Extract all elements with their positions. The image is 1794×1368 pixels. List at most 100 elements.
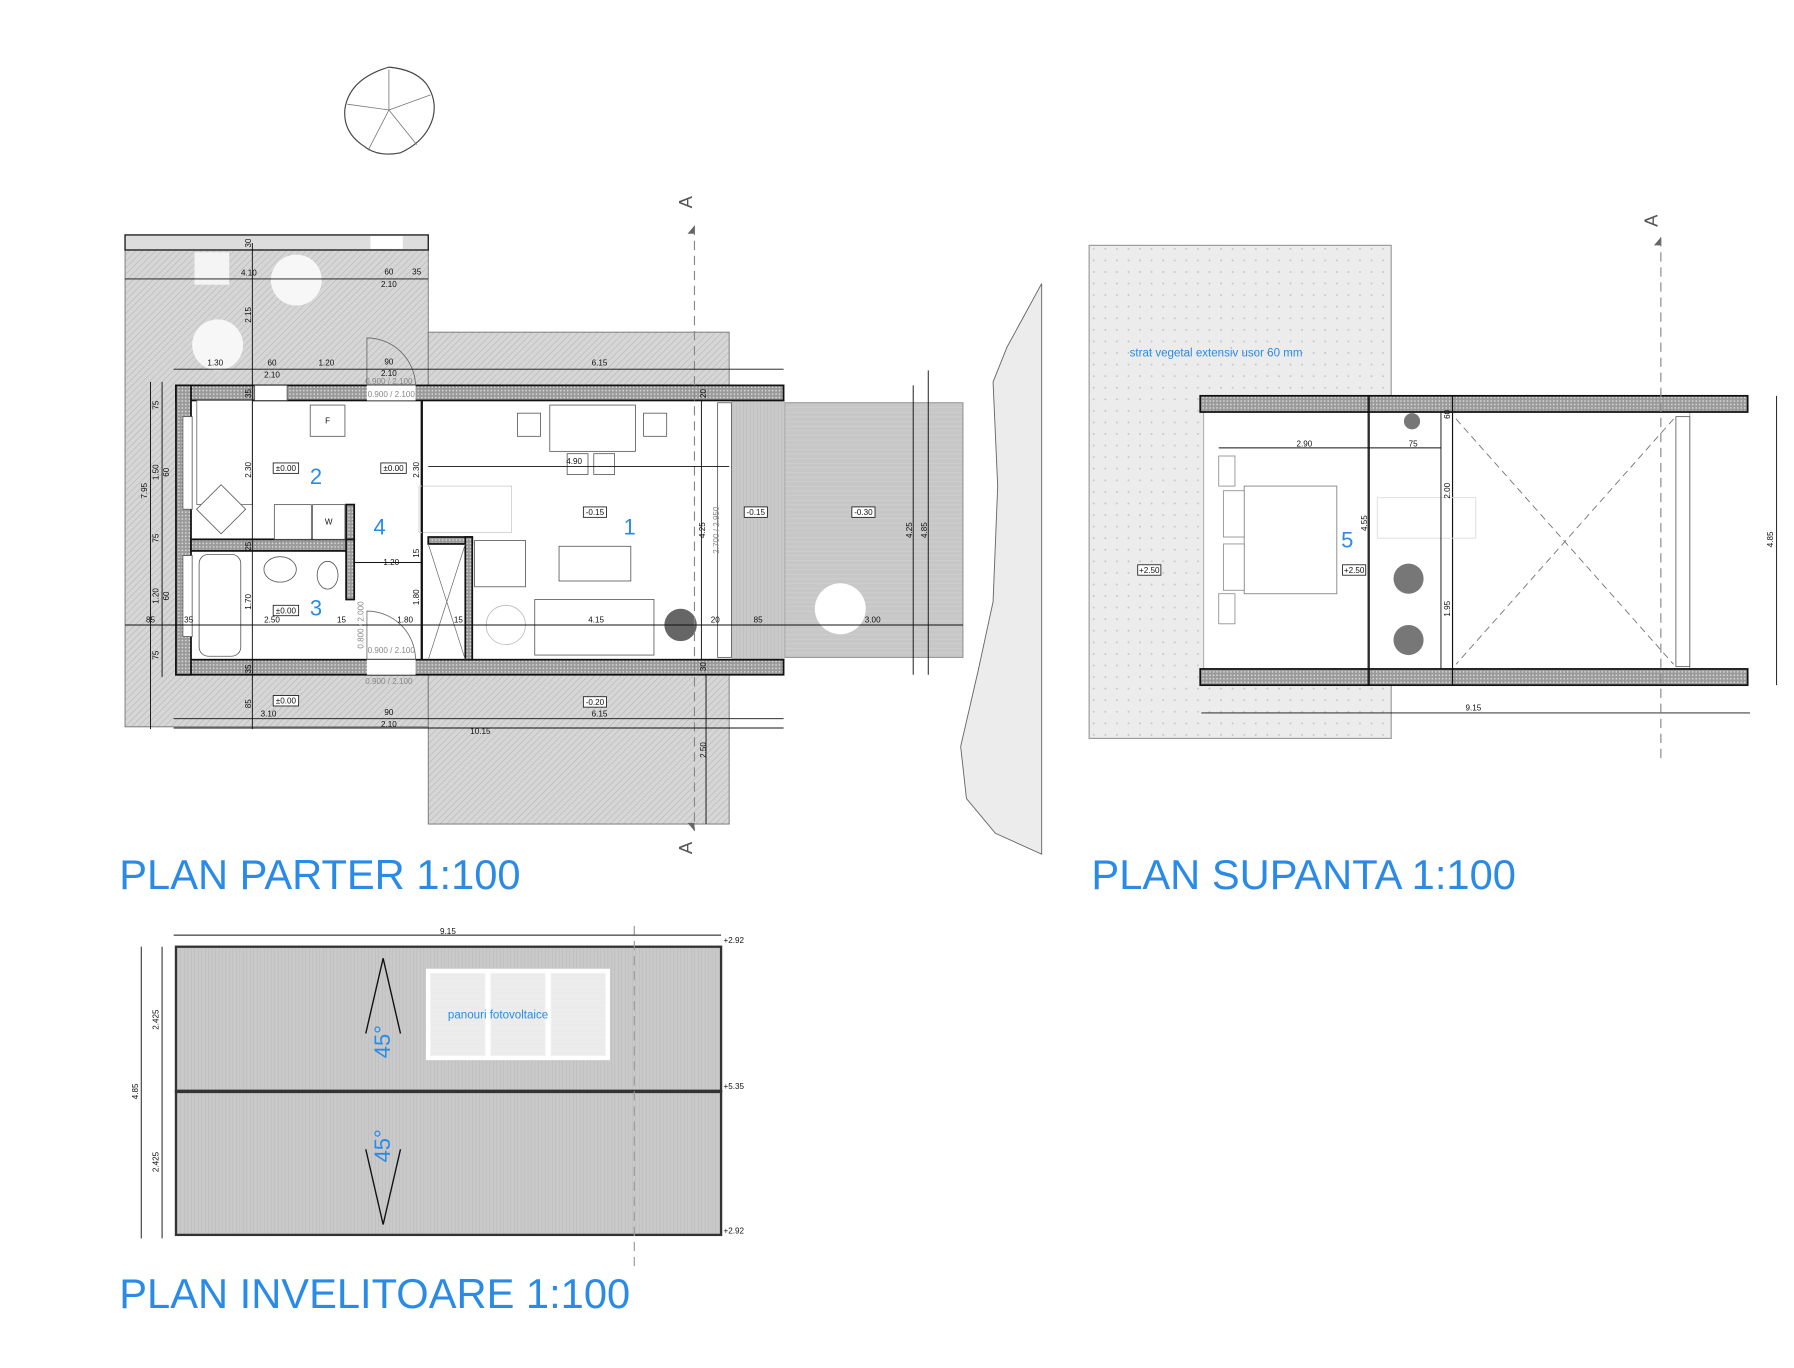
bath-wall [190, 538, 354, 552]
dimension-label: 60 [268, 359, 278, 368]
room-number: 5 [1341, 527, 1353, 552]
section-arrow [687, 225, 695, 234]
fridge-label: F [325, 417, 330, 426]
kitchen-wall [345, 503, 356, 541]
door-labels: 0.900 / 2.100 0.900 / 2.100 0.900 / 2.10… [356, 377, 720, 686]
dimension-label: 2.10 [381, 280, 397, 289]
dimension-label: 4.85 [920, 522, 929, 538]
level-tag: -0.15 [747, 508, 766, 517]
deck-terrace [784, 402, 964, 658]
ground-floor-plan: W F A A 1 2 3 4 ±0.00 ±0.00 [119, 66, 1043, 898]
stove [273, 504, 312, 540]
kitchen-sink [195, 484, 247, 535]
plant [1393, 563, 1424, 594]
plant [1393, 624, 1424, 656]
dimension-label: 2.425 [152, 1151, 161, 1172]
room-numbers: 1 2 3 4 [310, 464, 636, 621]
garden-wall [124, 234, 429, 251]
level-tag: ±0.00 [383, 464, 404, 473]
section-label: A [675, 841, 696, 854]
dimension-label: 4.25 [905, 522, 914, 538]
chair [643, 412, 668, 437]
washbasin [263, 556, 297, 583]
door-swing [366, 610, 416, 660]
dimension-label: 35 [184, 616, 194, 625]
dimension-label: 1.20 [383, 558, 399, 567]
level-tag: ±0.00 [276, 697, 297, 706]
level-tag: ±0.00 [276, 606, 297, 615]
room-number: 1 [624, 515, 636, 540]
dimension-label: 2.30 [244, 462, 253, 478]
roof-level: +5.35 [724, 1082, 745, 1091]
dimension-label: 75 [152, 650, 161, 660]
door-label: 0.900 / 2.100 [365, 677, 413, 686]
void-cross [1455, 418, 1674, 665]
dimension-label: 3.00 [865, 616, 881, 625]
door-swing [366, 337, 416, 386]
dimension-label: 35 [244, 389, 253, 399]
dimension-label: 2.30 [412, 462, 421, 478]
window-east [1675, 416, 1691, 668]
nightstand [1218, 455, 1236, 487]
section-arrow [1653, 237, 1661, 246]
dimension-lines [1201, 395, 1778, 714]
bathtub [198, 553, 242, 657]
dimension-label: 25 [244, 541, 253, 551]
wall-opening [370, 236, 403, 249]
dimension-label: 1.20 [152, 588, 161, 604]
dimension-label: 9.15 [1465, 704, 1481, 713]
roof-level: +2.92 [724, 936, 745, 945]
dimension-label: 2.425 [152, 1009, 161, 1030]
dimension-label: 2.10 [381, 720, 397, 729]
dimension-label: 1.80 [412, 589, 421, 605]
dimensions-middle: 4.90 1.20 85 35 2.50 15 1.80 15 4.15 20 … [146, 457, 881, 625]
dimension-label: 20 [711, 616, 721, 625]
roof-plan-title: PLAN INVELITOARE 1:100 [119, 1270, 630, 1317]
dimension-label: 2.50 [264, 616, 280, 625]
dimension-label: 1.70 [244, 593, 253, 609]
dimension-label: 75 [1409, 440, 1419, 449]
door-label: 0.900 / 2.100 [368, 646, 416, 655]
roof-level: +2.92 [724, 1227, 745, 1236]
level-tag: -0.20 [586, 698, 605, 707]
dimension-label: 4.10 [241, 268, 257, 277]
dimension-label: 60 [384, 267, 394, 276]
dimension-label: 2.15 [244, 306, 253, 322]
room-number: 3 [310, 596, 322, 621]
dimension-label: 6.15 [592, 709, 608, 718]
slope-arrow-up [365, 958, 402, 1034]
dimension-label: 1.30 [207, 359, 223, 368]
dimension-label: 60 [162, 467, 171, 477]
level-tag: -0.30 [854, 508, 873, 517]
slope-label: 45° [370, 1025, 395, 1058]
dimension-label: 60 [162, 591, 171, 601]
level-tag: +2.50 [1139, 566, 1160, 575]
window-north [254, 384, 288, 401]
pillow [1222, 490, 1245, 538]
dimension-label: 1.50 [152, 464, 161, 480]
dimension-label: 2.10 [381, 369, 397, 378]
chair [566, 453, 589, 475]
dimension-label: 35 [244, 664, 253, 674]
level-tag: ±0.00 [276, 464, 297, 473]
mezzanine-plan-title: PLAN SUPANTA 1:100 [1091, 851, 1515, 898]
dimension-label: 90 [384, 358, 394, 367]
dimension-label: 35 [412, 267, 422, 276]
washer-label: W [325, 517, 333, 526]
dimensions-bottom: 3.10 90 6.15 2.10 10.15 [261, 708, 608, 736]
pillow [1222, 543, 1245, 591]
level-tag: -0.15 [586, 508, 605, 517]
nightstand [1218, 593, 1236, 625]
dimension-label: 1.20 [319, 359, 335, 368]
dimension-label: 90 [384, 708, 394, 717]
outdoor-shower [194, 252, 230, 285]
section-arrow [687, 822, 695, 831]
dimension-label: 2.90 [1297, 440, 1313, 449]
plant [1403, 413, 1421, 430]
pv-panels [425, 968, 610, 1061]
dimension-label: 3.10 [261, 709, 277, 718]
planter-circle [814, 583, 866, 635]
door-label: 0.800 / 2.000 [356, 601, 365, 649]
room-number: 4 [374, 515, 386, 540]
